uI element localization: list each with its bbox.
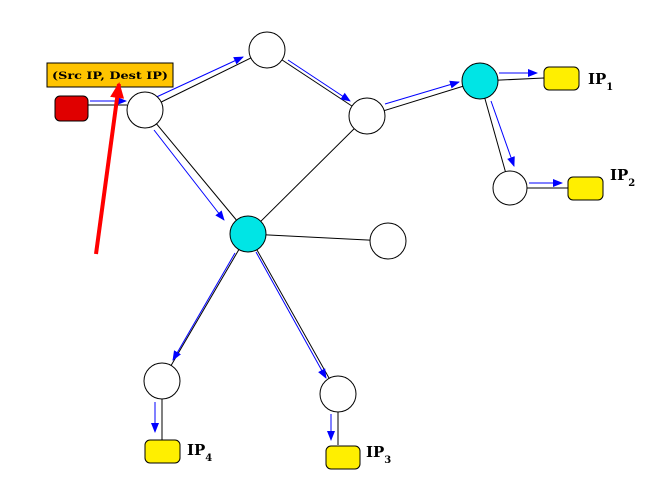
destination-host-ip2 bbox=[567, 176, 604, 201]
header-label-box bbox=[46, 62, 174, 88]
router-node bbox=[248, 31, 286, 69]
flow-arrow-n5-n8 bbox=[172, 252, 236, 361]
branching-router-node bbox=[229, 215, 267, 253]
flow-arrow-n5-n9 bbox=[255, 251, 327, 379]
flow-arrow-n2-n4 bbox=[287, 59, 351, 102]
label-ip2: IP2 bbox=[610, 166, 635, 189]
header-label: (Src IP, Dest IP) bbox=[52, 71, 168, 82]
link-n5-n6 bbox=[247, 233, 389, 242]
link-n5-n8 bbox=[161, 233, 249, 382]
link-n1-n2 bbox=[144, 49, 268, 111]
destination-host-ip4 bbox=[144, 439, 181, 464]
pointer-arrow bbox=[94, 82, 125, 255]
flow-arrow-n1-n2 bbox=[149, 56, 244, 101]
label-ip4: IP4 bbox=[187, 441, 212, 464]
plain-links bbox=[247, 115, 389, 242]
link-n3-n7 bbox=[479, 80, 511, 189]
flow-links bbox=[88, 49, 570, 445]
branching-router-node bbox=[461, 62, 499, 100]
destination-host-ip3 bbox=[325, 445, 361, 470]
router-node bbox=[348, 97, 386, 135]
destination-labels: IP1 IP2 IP3 IP4 bbox=[187, 70, 635, 466]
label-ip3: IP3 bbox=[366, 443, 391, 466]
destination-hosts bbox=[144, 66, 604, 470]
link-n2-n4 bbox=[266, 49, 368, 117]
link-n4-n5 bbox=[247, 115, 368, 235]
flow-arrow-n4-n3 bbox=[384, 80, 460, 105]
router-node bbox=[319, 375, 357, 413]
source-host bbox=[54, 95, 89, 122]
destination-host-ip1 bbox=[543, 66, 580, 91]
link-n1-n5 bbox=[144, 109, 249, 235]
router-node bbox=[143, 362, 181, 400]
link-n5-n9 bbox=[247, 233, 339, 395]
router-node bbox=[126, 91, 164, 129]
flow-arrow-n3-n7 bbox=[490, 100, 515, 167]
label-ip1: IP1 bbox=[588, 70, 613, 93]
routers bbox=[126, 31, 528, 413]
router-node bbox=[492, 170, 528, 206]
flow-arrow-n1-n5 bbox=[153, 129, 225, 221]
router-node bbox=[369, 222, 407, 260]
link-n4-n3 bbox=[366, 80, 481, 117]
